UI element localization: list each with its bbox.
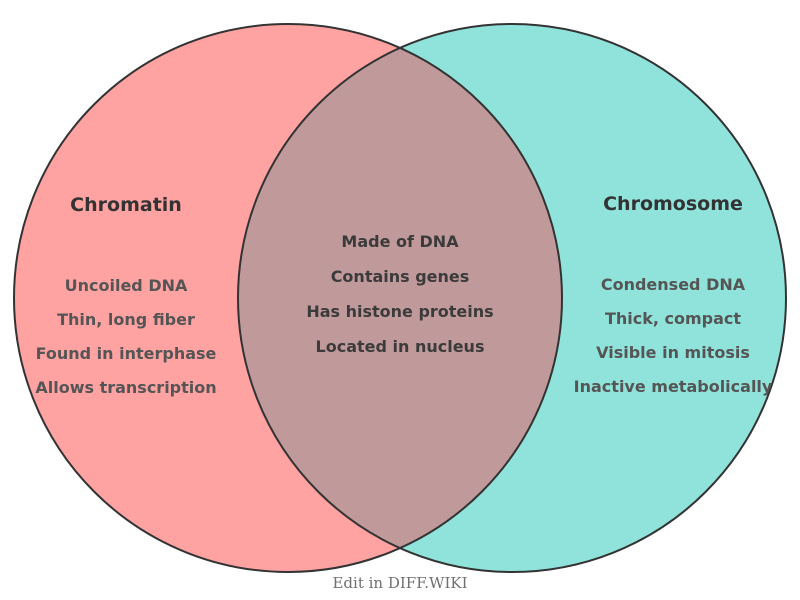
chromatin-circle-outline <box>13 23 563 573</box>
edit-link[interactable]: Edit in DIFF.WIKI <box>332 574 468 592</box>
chromosome-circle-outline <box>237 23 787 573</box>
overlap-region <box>238 24 562 572</box>
